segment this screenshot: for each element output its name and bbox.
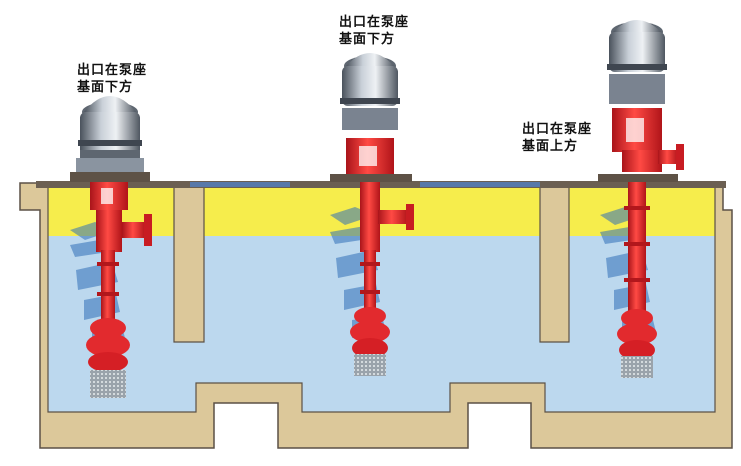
pump-middle — [330, 53, 414, 376]
water-region — [48, 188, 715, 412]
partition-wall-left — [173, 188, 205, 343]
label-line: 出口在泵座 — [522, 122, 593, 137]
brand-watermark-icon — [330, 207, 386, 338]
label-line: 基面下方 — [339, 32, 396, 47]
slab-gap-blue-1 — [190, 182, 290, 187]
label-line: 出口在泵座 — [77, 63, 148, 78]
electric-motor-icon — [78, 96, 142, 158]
label-middle-pump: 出口在泵座 基面下方 — [339, 14, 409, 48]
electric-motor-icon — [607, 20, 667, 104]
partition-wall-right — [539, 188, 570, 343]
electric-motor-icon — [340, 53, 400, 130]
pump-left — [70, 96, 152, 398]
brand-watermark-icon — [70, 222, 126, 348]
slab-gap-blue-2 — [420, 182, 540, 187]
pump-right — [598, 20, 684, 378]
label-line: 基面下方 — [77, 80, 134, 95]
label-left-pump: 出口在泵座 基面下方 — [77, 62, 147, 96]
label-right-pump: 出口在泵座 基面上方 — [522, 121, 592, 155]
tank-inner-outline — [47, 188, 716, 413]
label-line: 出口在泵座 — [339, 15, 410, 30]
label-line: 基面上方 — [522, 139, 579, 154]
suction-strainer-icon — [354, 354, 386, 376]
suction-strainer-icon — [90, 370, 126, 398]
suction-strainer-icon — [621, 356, 653, 378]
